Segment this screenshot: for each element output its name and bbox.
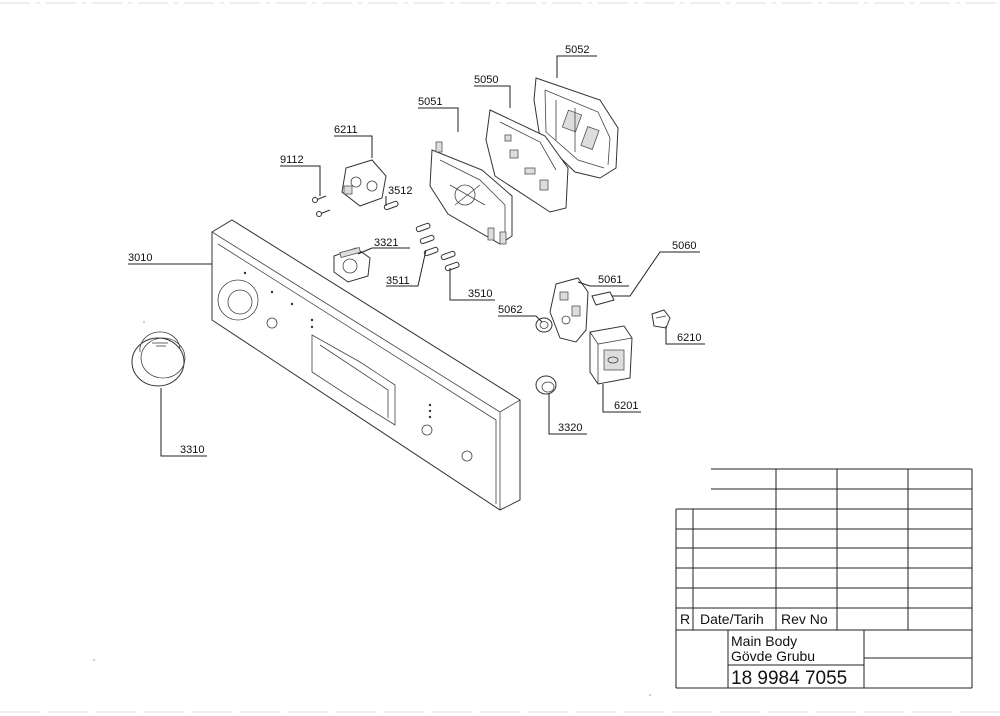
part-3512-lightguide	[383, 200, 399, 211]
callout-labels: 5052 5050 5051 6211 9112 3512 3321 3010 …	[128, 44, 701, 456]
part-number: 18 9984 7055	[731, 668, 847, 689]
speck	[93, 659, 95, 661]
rev-header-rev-no: Rev No	[781, 611, 828, 627]
part-3511-lightguides	[415, 222, 439, 257]
callout-9112: 9112	[280, 154, 304, 166]
part-3321-holder	[333, 246, 371, 283]
part-6210-connector	[651, 309, 671, 329]
callout-5061: 5061	[598, 274, 622, 286]
callout-6210: 6210	[677, 332, 701, 344]
callout-3510: 3510	[468, 288, 492, 300]
callout-3320: 3320	[558, 422, 582, 434]
leader-lines	[128, 55, 705, 457]
part-5050-pcb	[485, 109, 569, 213]
callout-6211: 6211	[334, 124, 358, 136]
title-turkish: Gövde Grubu	[731, 648, 815, 664]
part-6211-switch	[341, 159, 387, 207]
callout-5051: 5051	[418, 96, 442, 108]
callout-3310: 3310	[180, 444, 204, 456]
part-5052-frame	[533, 77, 619, 179]
part-3510-lightguides	[440, 250, 460, 272]
part-5051-holder	[429, 141, 513, 245]
callout-5062: 5062	[498, 304, 522, 316]
part-5061-housing	[549, 277, 589, 343]
speck	[143, 321, 145, 323]
callout-3010: 3010	[128, 252, 152, 264]
callout-5050: 5050	[474, 74, 498, 86]
callout-3321: 3321	[374, 237, 398, 249]
rev-header-r: R	[680, 611, 690, 627]
speck	[649, 694, 651, 696]
part-3320-knob	[535, 375, 557, 395]
rev-header-date: Date/Tarih	[700, 611, 764, 627]
part-9112-screws	[312, 195, 331, 217]
callout-5060: 5060	[672, 240, 696, 252]
part-6201-module	[589, 325, 633, 385]
title-block: R Date/Tarih Rev No Main Body Gövde Grub…	[675, 468, 973, 689]
callout-3512: 3512	[388, 185, 412, 197]
callout-5052: 5052	[565, 44, 589, 56]
part-5062-adapter	[535, 317, 553, 333]
title-english: Main Body	[731, 633, 797, 649]
part-5060-chip	[591, 291, 615, 306]
part-3310-knob	[131, 331, 186, 387]
callout-6201: 6201	[614, 400, 638, 412]
callout-3511: 3511	[386, 275, 410, 287]
part-3010-panel	[211, 219, 521, 511]
